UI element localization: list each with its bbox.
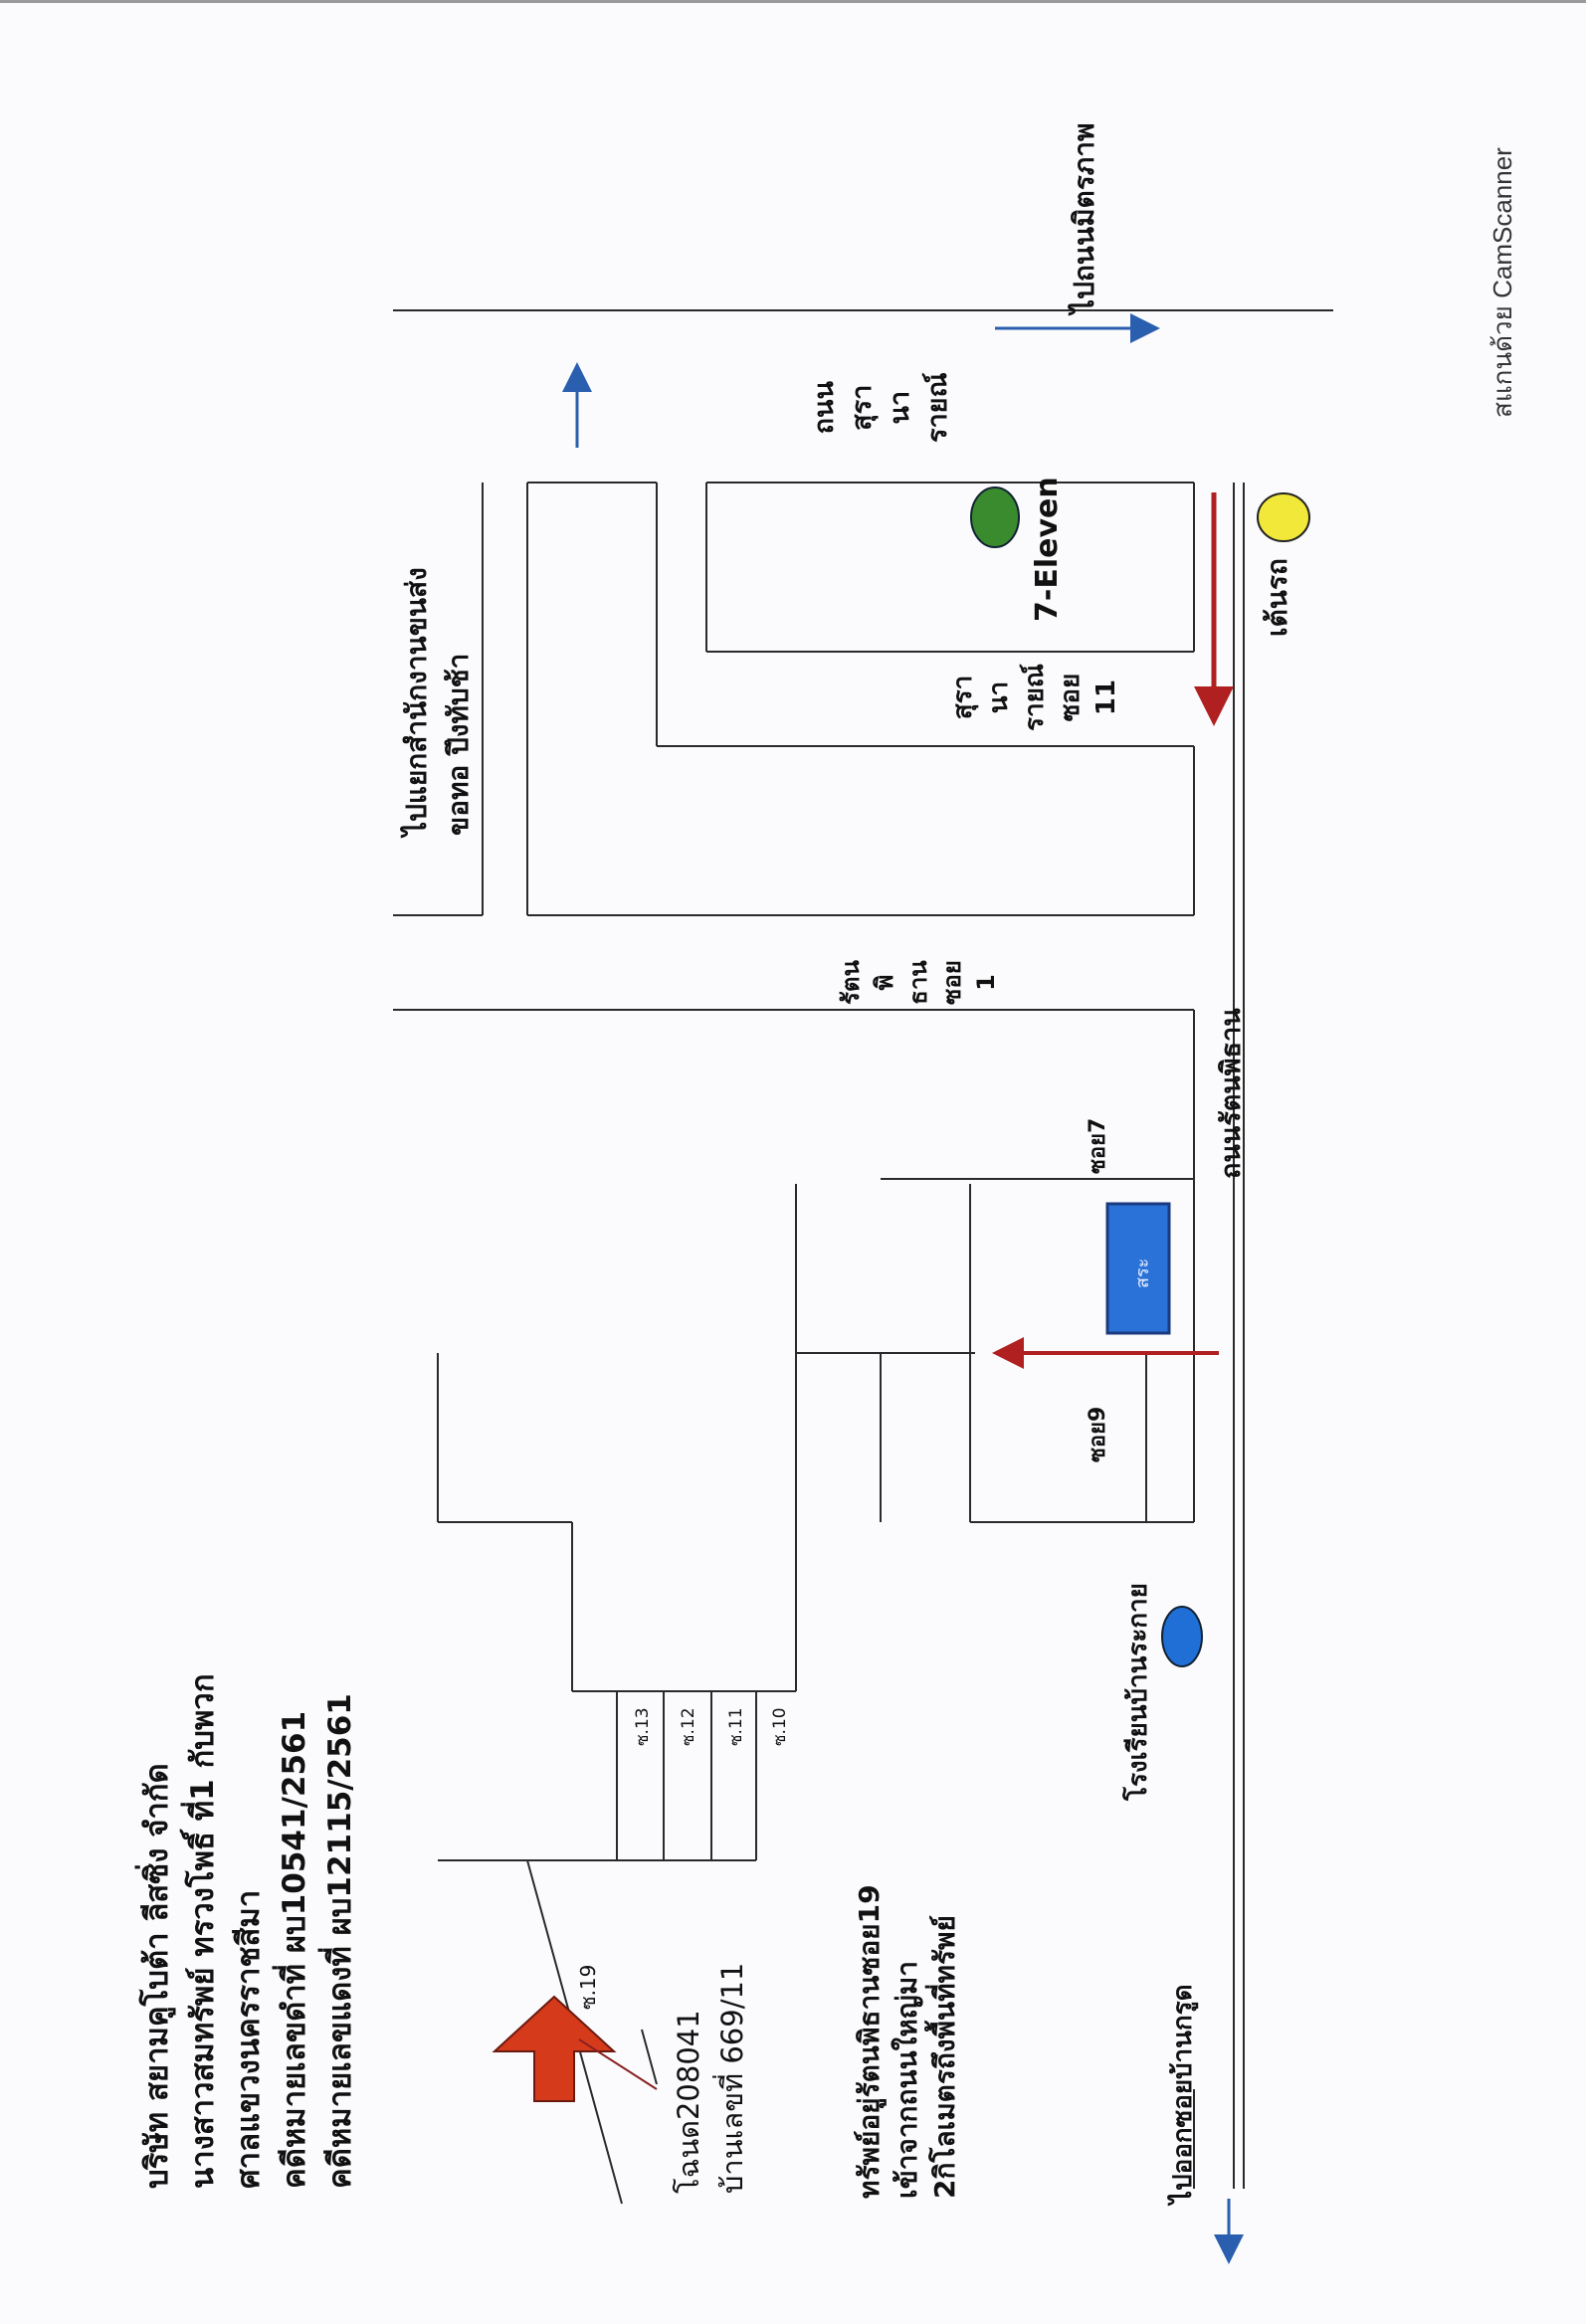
label-soi9: ซอย9 xyxy=(1086,1406,1110,1462)
label-soi19: ซ.19 xyxy=(576,1964,600,2010)
access-note: ทรัพย์อยู่รัตนพิธานซอย19 เข้าจากถนนใหญ่ม… xyxy=(851,1884,964,2199)
house-arrow-icon xyxy=(492,1995,617,2102)
label-pond: สระ xyxy=(1132,1258,1153,1288)
house-number: บ้านเลขที่ 669/11 xyxy=(715,1962,749,2194)
access-note-line: เข้าจากถนนใหญ่มา xyxy=(891,1961,923,2199)
label-to-ban-krut: ไปออกซอยบ้านกรูด xyxy=(1168,1984,1198,2204)
label-soi10: ซ.10 xyxy=(770,1707,790,1746)
label-surana-soi11: สุรา นา รายณ์ ซอย 11 xyxy=(948,664,1121,731)
label-soi12: ซ.12 xyxy=(679,1707,698,1746)
label-seven-eleven: 7-Eleven xyxy=(1030,477,1065,622)
soi19-tick xyxy=(641,2029,658,2085)
label-soi13: ซ.13 xyxy=(633,1707,653,1746)
label-rattanaphithan-soi1: รัตน พิ ธาน ซอย 1 xyxy=(837,960,1000,1005)
property-info: โฉนด208041 บ้านเลขที่ 669/11 xyxy=(667,1963,754,2194)
header-black-case: คดีหมายเลขดำที่ ผบ10541/2561 xyxy=(277,1710,312,2189)
case-header: บริษัท สยามคูโบต้า ลีสซิ่ง จำกัด นางสาวส… xyxy=(134,1673,363,2189)
deed-number: โฉนด208041 xyxy=(672,2010,705,2194)
school-marker-icon xyxy=(1161,1606,1203,1667)
header-company: บริษัท สยามคูโบต้า ลีสซิ่ง จำกัด xyxy=(139,1763,175,2189)
camscanner-watermark: สแกนด้วย CamScanner xyxy=(1487,147,1517,418)
header-defendant: นางสาวสมทรัพย์ ทรวงโพธิ์ ที่1 กับพวก xyxy=(185,1673,221,2189)
label-school: โรงเรียนบ้านระกาย xyxy=(1123,1583,1153,1801)
label-soi7: ซอย7 xyxy=(1086,1117,1110,1174)
seven-eleven-marker-icon xyxy=(970,486,1020,548)
label-surana-road: ถนน สุรา นา รายณ์ xyxy=(809,372,953,443)
header-red-case: คดีหมายเลขแดงที่ ผบ12115/2561 xyxy=(322,1693,358,2189)
label-u-turn: เต้นรถ xyxy=(1261,558,1293,637)
house-pointer-line xyxy=(578,2038,658,2090)
label-soi11: ซ.11 xyxy=(726,1707,746,1746)
label-to-mittraphap: ไปถนนมิตรภาพ xyxy=(1068,122,1100,313)
scan-top-edge xyxy=(0,0,1586,3)
label-to-transport: ไปแยกสำนักงานขนส่ง ขอทอ ปึงทับช้า xyxy=(400,567,475,836)
u-turn-marker-icon xyxy=(1257,492,1310,542)
label-rattanaphithan-road: ถนนรัตนพิธาน xyxy=(1216,1008,1247,1179)
access-note-line: ทรัพย์อยู่รัตนพิธานซอย19 xyxy=(853,1884,886,2199)
access-note-line: 2กิโลเมตรถึงพื้นที่ทรัพย์ xyxy=(928,1915,961,2199)
road-lines xyxy=(393,309,1333,2205)
header-court: ศาลแขวงนครราชสีมา xyxy=(231,1889,267,2189)
pond-icon xyxy=(1105,1202,1171,1335)
